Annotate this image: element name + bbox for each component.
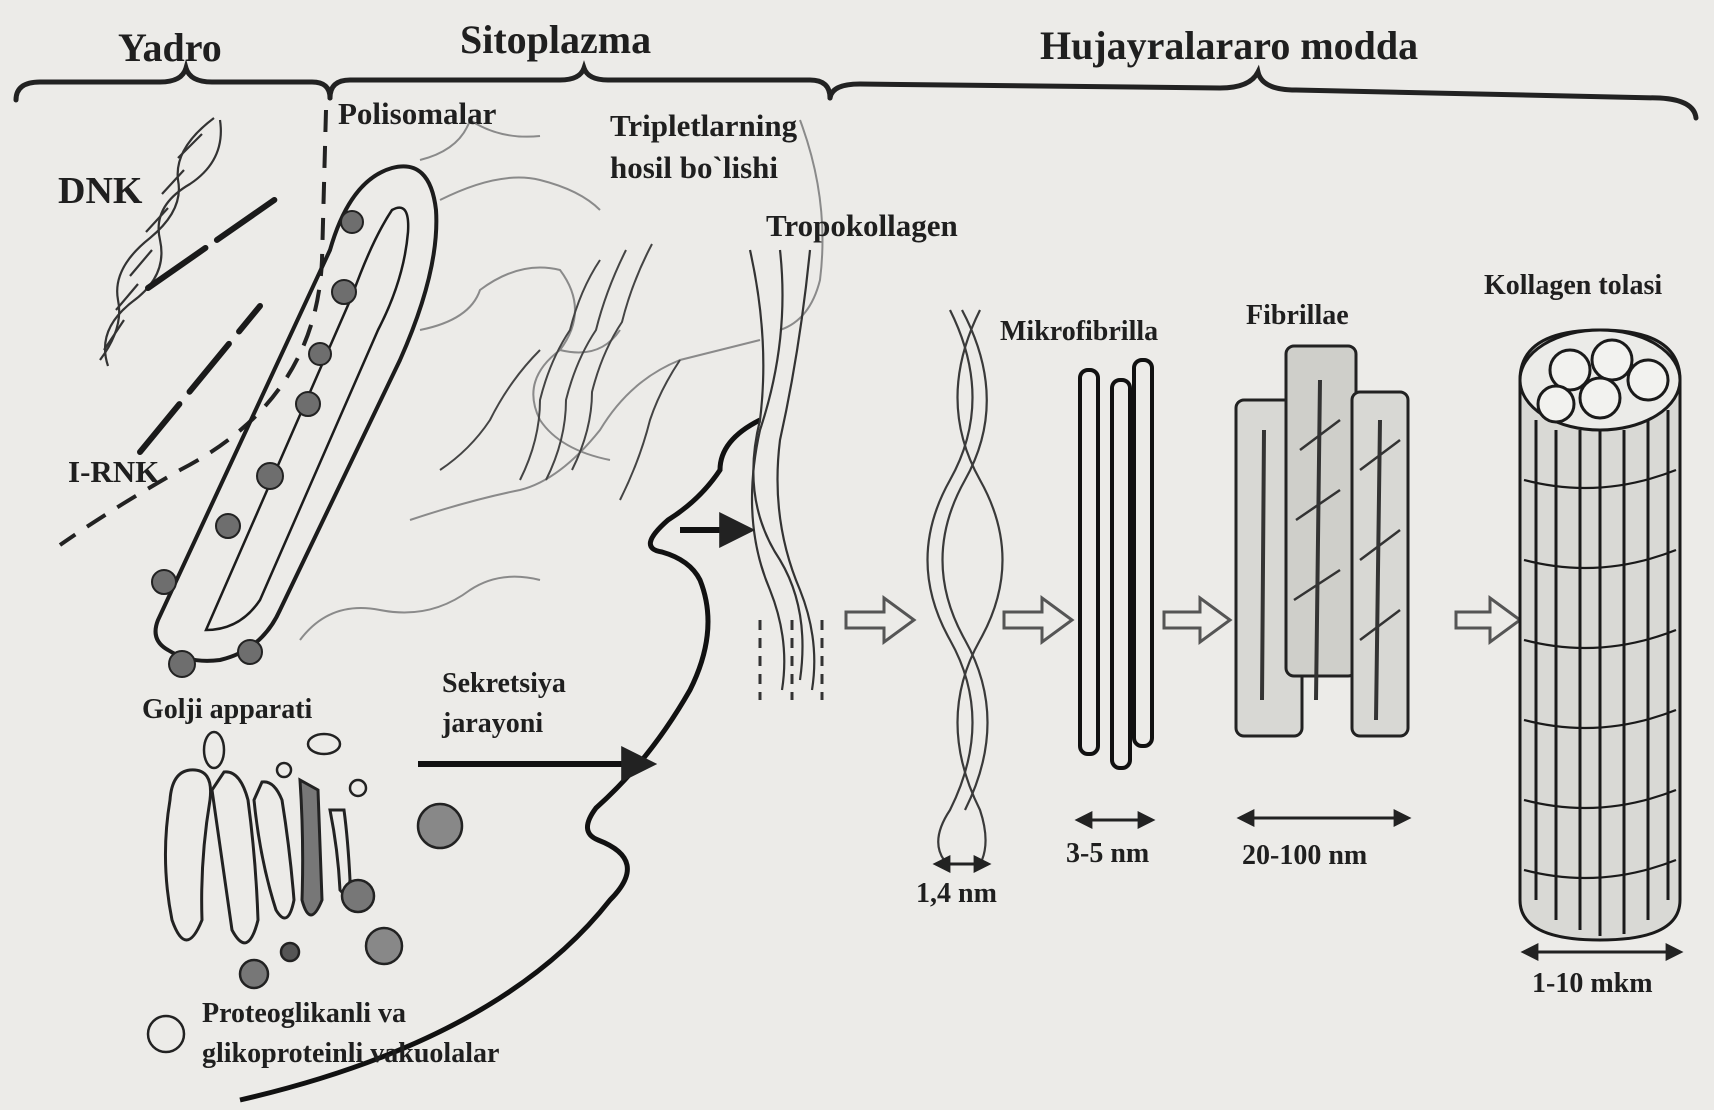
brace-hujayralararo (830, 72, 1696, 118)
label-sekretsiya-1: Sekretsiya (442, 670, 566, 698)
brace-sitoplazma (330, 68, 830, 98)
label-fibrillae: Fibrillae (1246, 302, 1349, 330)
measure-tola: 1-10 mkm (1532, 970, 1653, 998)
label-tripletlar-2: hosil bo`lishi (610, 152, 778, 183)
procollagen-chains (440, 244, 680, 500)
label-i-rnk: I-RNK (68, 456, 159, 487)
fibril-rods (1080, 360, 1152, 768)
mrna-strands (140, 196, 280, 452)
collagen-fiber (1520, 330, 1680, 940)
fibrillae-bundle (1236, 346, 1408, 736)
cytoplasm-membranes (300, 120, 823, 640)
measure-mikro: 3-5 nm (1066, 840, 1149, 868)
label-tropokollagen: Tropokollagen (766, 210, 958, 241)
label-sekretsiya-2: jarayoni (442, 710, 543, 738)
microfibril-helix (928, 310, 1003, 860)
measure-fibr: 20-100 nm (1242, 842, 1367, 870)
header-yadro: Yadro (118, 28, 222, 68)
label-tripletlar-1: Tripletlarning (610, 110, 797, 141)
golgi-apparatus (165, 770, 350, 943)
label-golji: Golji apparati (142, 696, 312, 724)
dna-helix (100, 118, 221, 366)
ribosomes (152, 211, 363, 677)
measure-tropo: 1,4 nm (916, 880, 997, 908)
label-vakuola-2: glikoproteinli vakuolalar (202, 1040, 499, 1068)
brace-yadro (16, 68, 330, 100)
header-hujayralararo: Hujayralararo modda (1040, 26, 1418, 66)
label-polisomalar: Polisomalar (338, 98, 496, 129)
label-vakuola-1: Proteoglikanli va (202, 1000, 406, 1028)
label-mikrofibrilla: Mikrofibrilla (1000, 318, 1158, 346)
rough-er (156, 166, 437, 661)
label-dnk: DNK (58, 172, 142, 210)
header-sitoplazma: Sitoplazma (460, 20, 651, 60)
label-kollagen-tolasi: Kollagen tolasi (1484, 272, 1662, 300)
